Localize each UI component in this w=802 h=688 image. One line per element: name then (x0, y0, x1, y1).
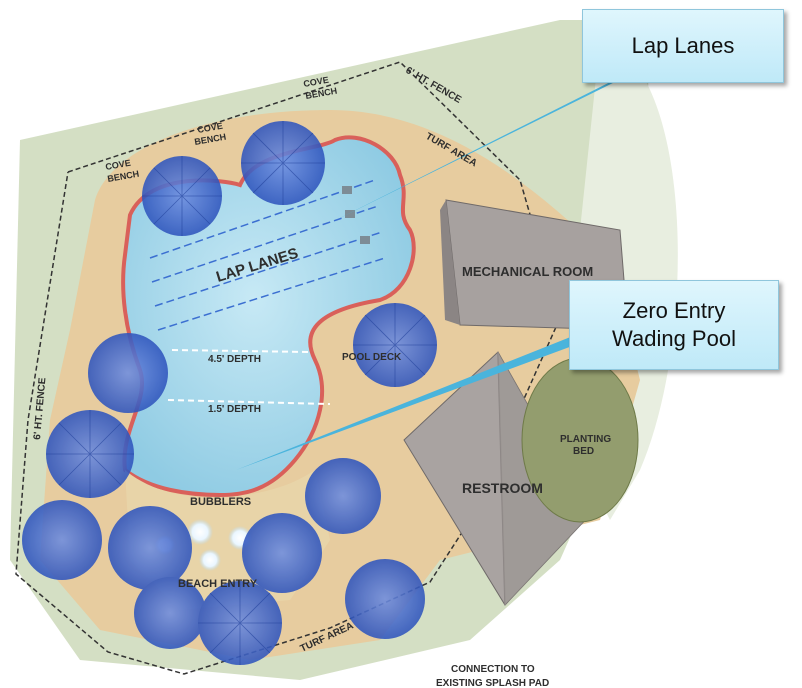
bubblers-label: BUBBLERS (190, 496, 251, 508)
lane-rope-markers (342, 186, 370, 244)
umbrella (305, 458, 381, 534)
cove-bench-label-3: COVE (303, 75, 330, 89)
depth-45-label: 4.5' DEPTH (208, 354, 261, 365)
depth-line-15 (167, 399, 331, 405)
zero-entry-callout-line1: Zero Entry (622, 298, 726, 323)
bubbler-1 (187, 519, 213, 545)
umbrella (345, 559, 425, 639)
mechanical-room-label: MECHANICAL ROOM (462, 264, 593, 279)
pool-deck-label: POOL DECK (342, 352, 402, 363)
cove-bench-label-2: COVE (197, 121, 224, 135)
umbrella (134, 577, 206, 649)
mechanical-room-roof-shade (440, 200, 460, 325)
umbrella-ribs (46, 121, 437, 665)
beach-entry-label: BEACH ENTRY (178, 578, 258, 590)
restroom-label: RESTROOM (462, 480, 543, 496)
umbrella (88, 333, 168, 413)
lap-lane-lines (149, 179, 386, 331)
connection-label-2: EXISTING SPLASH PAD (436, 678, 549, 688)
umbrella (242, 513, 322, 593)
depth-15-label: 1.5' DEPTH (208, 404, 261, 415)
wading-pool-leader (236, 330, 588, 470)
zero-entry-callout: Zero Entry Wading Pool (569, 280, 779, 370)
planting-bed-label: PLANTING (560, 434, 611, 445)
cove-bench-label-1: COVE (105, 158, 132, 172)
umbrella (108, 506, 192, 590)
lap-lanes-leader (332, 68, 638, 222)
fence-label-left: 6' HT. FENCE (32, 377, 48, 440)
lap-lanes-callout-text: Lap Lanes (631, 33, 735, 58)
depth-line-45 (171, 349, 311, 353)
lap-lanes-callout: Lap Lanes (582, 9, 784, 83)
umbrella (22, 500, 102, 580)
zero-entry-callout-line2: Wading Pool (612, 326, 736, 351)
bubbler-3 (199, 549, 221, 571)
connection-label: CONNECTION TO (451, 664, 535, 675)
planting-bed-label-2: BED (573, 446, 594, 457)
